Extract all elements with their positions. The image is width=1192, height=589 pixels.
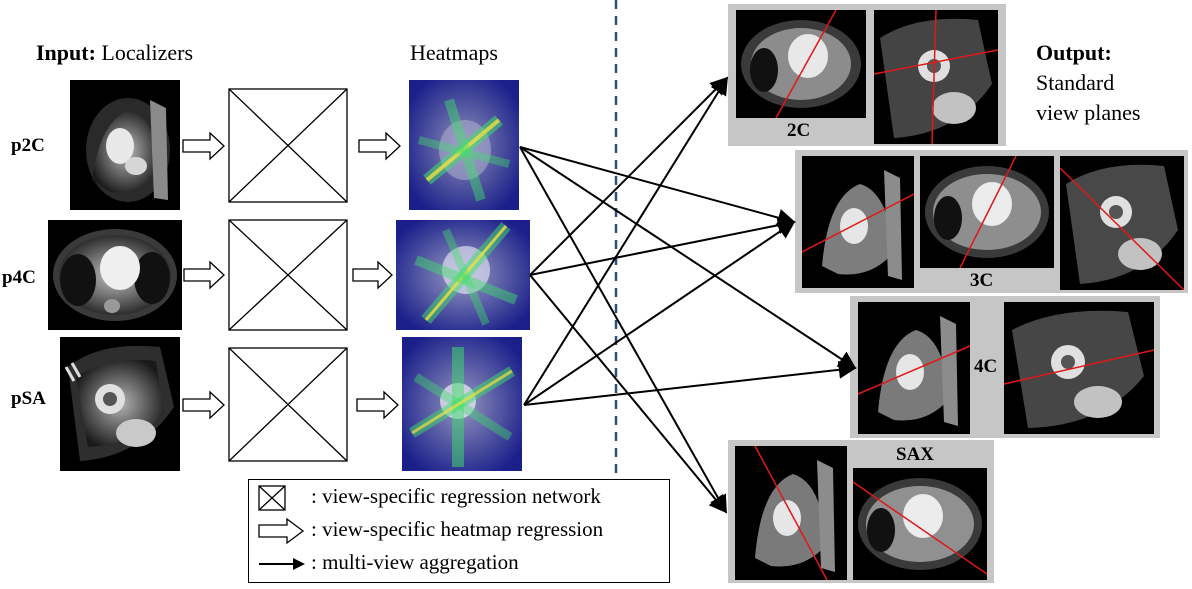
heatmaps-heading: Heatmaps bbox=[410, 40, 498, 65]
output-label-3c: 3C bbox=[970, 270, 994, 291]
output-subheading-line1: Standard bbox=[1036, 70, 1115, 95]
block-arrow-icon-psa-out bbox=[356, 390, 399, 420]
legend-network-text: : view-specific regression network bbox=[311, 484, 601, 508]
row-label-psa: pSA bbox=[11, 388, 46, 409]
output-image-4c-b bbox=[1004, 302, 1154, 434]
output-image-2c-a bbox=[736, 10, 866, 118]
agg-arrow-psa-to-3c bbox=[523, 220, 796, 406]
output-image-4c-a bbox=[858, 302, 970, 434]
output-heading: Output: bbox=[1036, 40, 1112, 65]
localizer-image-p4c bbox=[48, 220, 182, 330]
agg-arrow-p2c-to-3c bbox=[519, 146, 796, 227]
heatmap-image-psa bbox=[402, 337, 522, 471]
aggregation-arrow-legend-icon bbox=[259, 558, 305, 570]
block-arrow-icon-p2c-in bbox=[182, 131, 225, 161]
localizer-image-psa bbox=[60, 337, 180, 471]
agg-arrow-p4c-to-sax bbox=[529, 274, 728, 514]
agg-arrow-p4c-to-2c bbox=[529, 76, 729, 276]
input-heading: Input: Localizers bbox=[36, 40, 193, 66]
block-arrow-icon-p4c-in bbox=[183, 260, 225, 290]
output-image-sax-a bbox=[735, 446, 847, 580]
row-label-p2c: p2C bbox=[11, 135, 45, 156]
output-image-2c-b bbox=[874, 10, 998, 144]
row-label-p4c: p4C bbox=[2, 267, 36, 288]
output-image-3c-a bbox=[802, 156, 914, 288]
output-image-sax-b bbox=[853, 468, 987, 580]
regression-network-icon-psa bbox=[228, 347, 348, 462]
legend-aggregation-text: : multi-view aggregation bbox=[311, 550, 519, 574]
block-arrow-legend-icon bbox=[258, 517, 305, 545]
input-heading-rest: Localizers bbox=[101, 40, 194, 65]
regression-network-legend-icon bbox=[258, 485, 286, 511]
regression-network-icon-p4c bbox=[228, 219, 348, 331]
localizer-image-p2c bbox=[70, 80, 180, 210]
heatmap-image-p4c bbox=[396, 220, 530, 330]
output-image-3c-b bbox=[920, 156, 1054, 268]
legend-box: : view-specific regression network : vie… bbox=[248, 479, 670, 583]
heatmap-image-p2c bbox=[409, 80, 519, 210]
block-arrow-icon-psa-in bbox=[182, 390, 225, 420]
block-arrow-icon-p4c-out bbox=[352, 260, 393, 290]
output-label-2c: 2C bbox=[787, 120, 811, 141]
block-arrow-icon-p2c-out bbox=[358, 131, 401, 161]
agg-arrow-p4c-to-3c bbox=[529, 216, 796, 276]
output-image-3c-c bbox=[1060, 156, 1184, 290]
legend-heatmap-text: : view-specific heatmap regression bbox=[311, 517, 604, 541]
regression-network-icon-p2c bbox=[228, 88, 348, 203]
agg-arrow-psa-to-2c bbox=[523, 76, 728, 406]
agg-arrow-p2c-to-sax bbox=[519, 146, 727, 514]
output-label-4c: 4C bbox=[974, 356, 998, 377]
output-label-sax: SAX bbox=[896, 444, 935, 465]
output-subheading-line2: view planes bbox=[1036, 100, 1141, 125]
input-heading-bold: Input: bbox=[36, 40, 96, 65]
agg-arrow-psa-to-4c bbox=[523, 360, 857, 406]
